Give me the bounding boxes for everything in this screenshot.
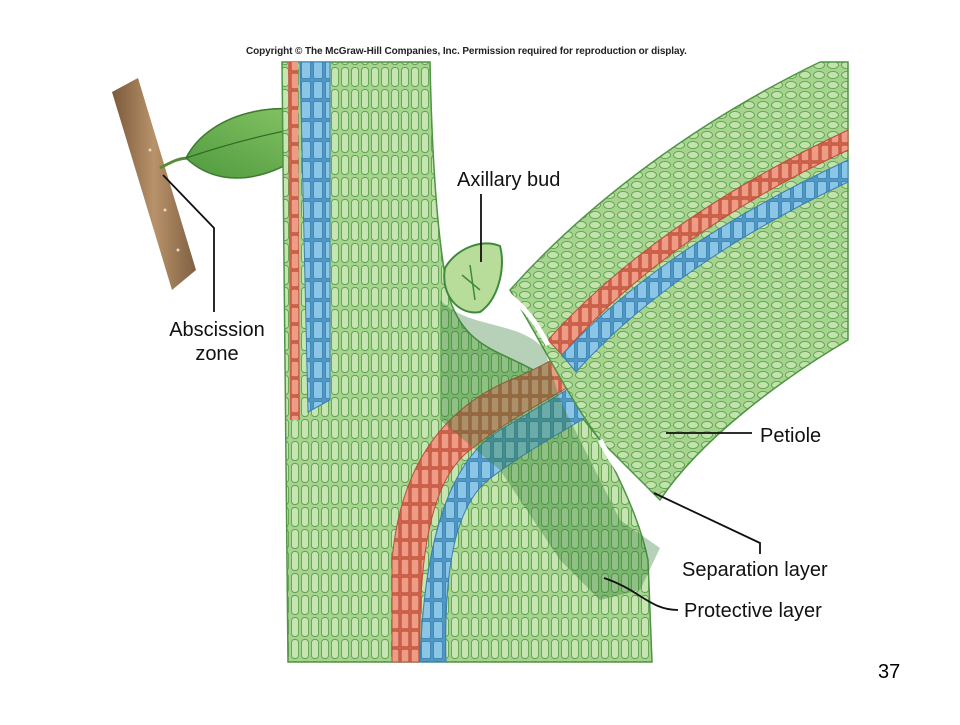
protective-zone (440, 300, 660, 600)
label-abscission-zone: Abscission zone (163, 318, 271, 366)
leader-protective-layer (603, 577, 679, 611)
label-separation-layer: Separation layer (682, 559, 828, 581)
leader-lines (162, 174, 761, 611)
leader-separation-layer (653, 492, 761, 554)
petiole-section (509, 61, 849, 502)
label-axillary-bud: Axillary bud (457, 169, 561, 191)
copyright-notice: Copyright © The McGraw-Hill Companies, I… (246, 46, 687, 57)
slide-number: 37 (878, 661, 901, 683)
separation-groove (508, 294, 662, 511)
label-protective-layer: Protective layer (684, 600, 822, 622)
label-abscission-zone-line1: Abscission (169, 319, 265, 341)
label-petiole: Petiole (760, 425, 822, 447)
leader-abscission-zone (162, 174, 215, 312)
axillary-bud-shape (443, 242, 503, 314)
label-abscission-zone-line2: zone (195, 343, 239, 365)
